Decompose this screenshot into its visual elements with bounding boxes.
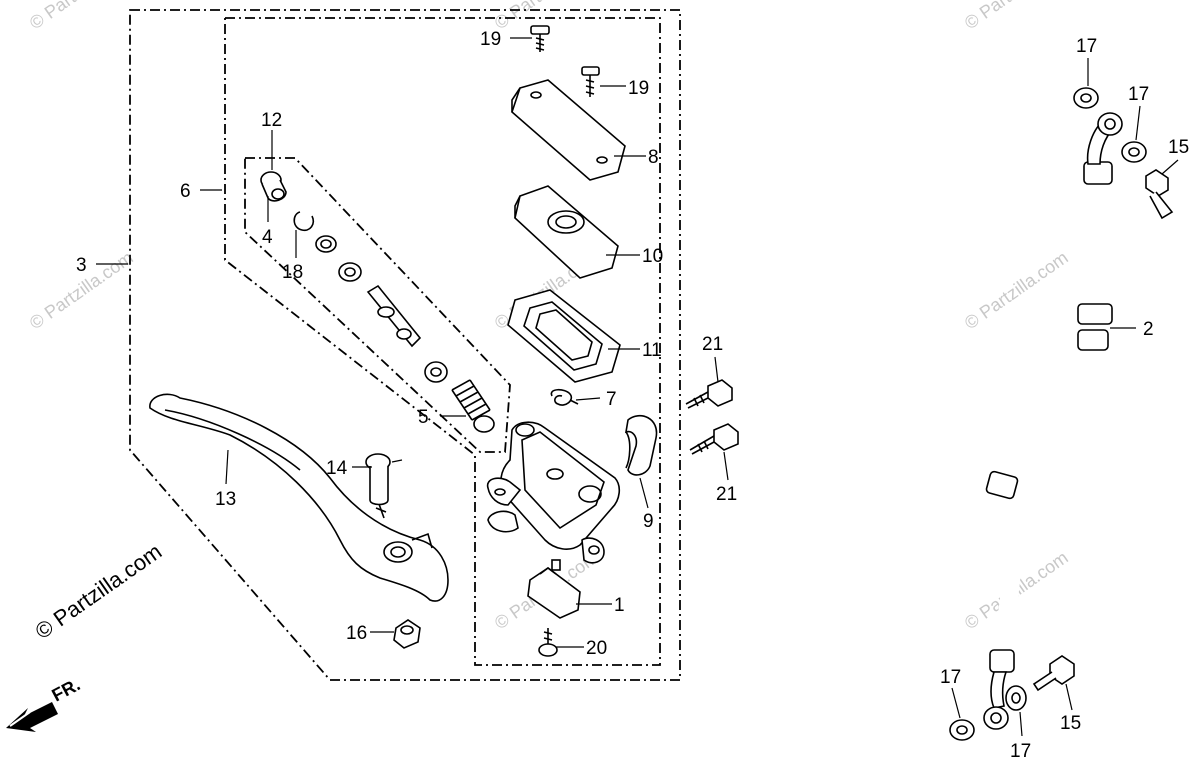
brake-hose [922,112,1123,730]
callout-5: 5 [418,407,429,428]
callout-20: 20 [586,638,607,659]
piston-kit-outline [244,157,511,453]
screw-19-top [530,25,550,52]
washer [315,235,337,253]
callout-17: 17 [940,667,961,688]
circlip [293,211,315,232]
watermark: © Partzilla.com [26,0,137,33]
assembly-outlines [129,9,681,681]
callout-11: 11 [642,340,662,361]
watermark: © Partzilla.com [961,247,1072,333]
assembly-6-outline [224,17,661,666]
cup [338,262,362,282]
callout-19: 19 [480,29,501,50]
piston [366,284,422,348]
screw-19-right [581,66,600,97]
watermark: © Partzilla.com [961,0,1072,33]
callout-17: 17 [1076,36,1097,57]
lever-holder [624,414,658,476]
callout-13: 13 [215,489,236,510]
front-direction-arrow-icon [6,702,58,732]
secondary-cup [424,361,448,383]
master-cylinder-body [486,421,621,564]
bolt-21-upper [685,379,733,409]
brake-switch [527,559,581,619]
bolts-15 [1032,169,1174,692]
callout-17: 17 [1010,741,1031,762]
diaphragm-plate [514,185,619,279]
callout-17: 17 [1128,84,1149,105]
callout-10: 10 [642,246,663,267]
callout-18: 18 [282,262,303,283]
clip [550,388,579,406]
callout-2: 2 [1143,319,1154,340]
callout-7: 7 [606,389,617,410]
callout-19: 19 [628,78,649,99]
leader-lines [96,37,1179,737]
assembly-3-outline [129,9,681,681]
nut-16 [393,619,421,649]
parts [6,25,1174,741]
washers-17 [949,87,1147,741]
callout-15: 15 [1060,713,1081,734]
reservoir-cap [511,79,626,181]
callout-14: 14 [326,458,348,479]
callout-6: 6 [180,181,191,202]
callout-9: 9 [643,511,654,532]
bolt-21-lower [689,423,739,455]
copyright-text: © Partzilla.com [31,539,167,645]
callout-21: 21 [716,484,737,505]
front-direction-label: FR. [48,674,83,705]
brake-lever [149,393,449,602]
callout-1: 1 [614,595,625,616]
callout-3: 3 [76,255,87,276]
callout-4: 4 [262,227,273,248]
diaphragm [507,289,621,383]
spring [451,379,495,433]
boot [260,171,287,202]
callouts: 1 2 3 4 5 6 7 8 9 10 11 12 13 14 15 15 1… [76,29,1189,762]
screw-20 [538,628,558,657]
callout-15: 15 [1168,137,1189,158]
callout-16: 16 [346,623,367,644]
callout-8: 8 [648,147,659,168]
callout-21: 21 [702,334,723,355]
pivot-bolt [365,453,391,519]
callout-12: 12 [261,110,282,131]
